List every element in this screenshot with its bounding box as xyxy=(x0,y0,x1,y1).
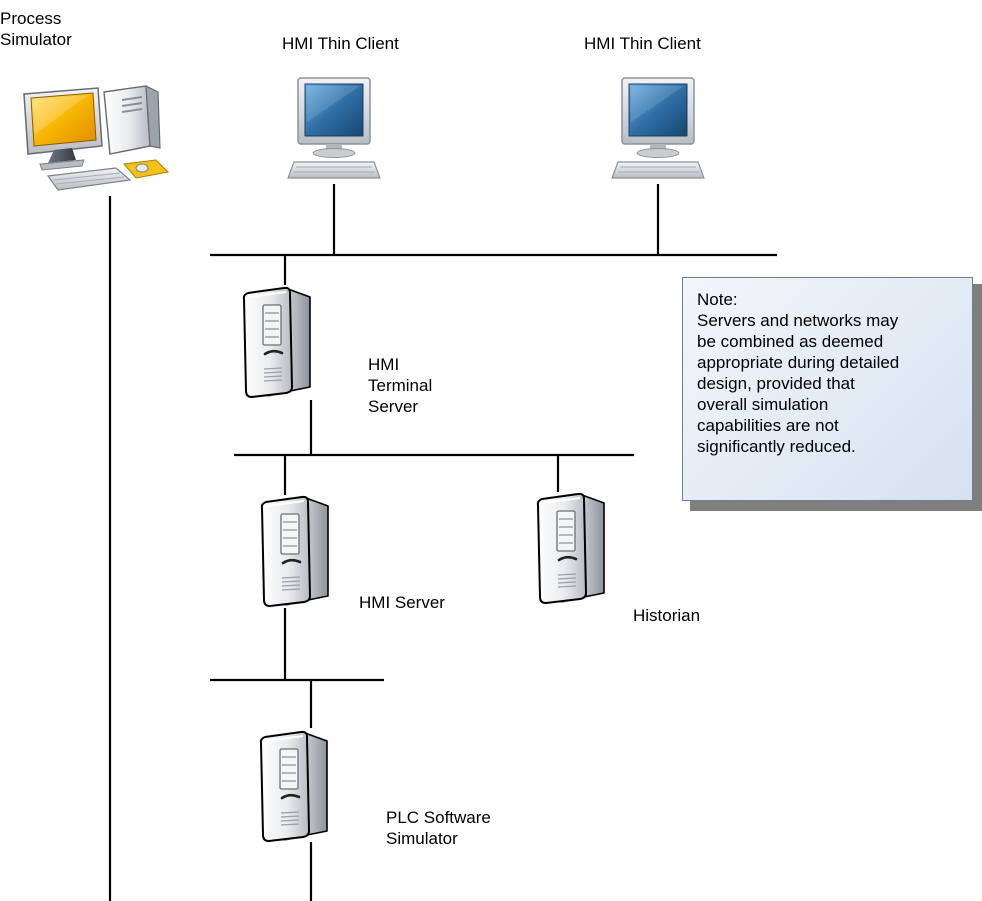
note-line: capabilities are not xyxy=(697,416,839,435)
process-simulator-label-line-1: Process xyxy=(0,9,62,28)
note-line: be combined as deemed xyxy=(697,332,884,351)
desktop-computer-icon xyxy=(23,85,169,191)
historian-label: Historian xyxy=(633,606,701,625)
process-simulator-label-line-2: Simulator xyxy=(0,30,72,49)
process-simulator-label: Process Simulator xyxy=(0,8,72,50)
note-line: overall simulation xyxy=(697,395,829,414)
server-tower-icon xyxy=(260,495,330,608)
note-line: design, provided that xyxy=(697,374,855,393)
network-wiring xyxy=(108,184,777,901)
note-line: Servers and networks may xyxy=(697,311,899,330)
thin-client-2-label: HMI Thin Client xyxy=(584,34,701,53)
thin-client-1-label: HMI Thin Client xyxy=(282,34,399,53)
server-tower-icon xyxy=(259,730,329,843)
monitor-keyboard-icon xyxy=(611,77,705,179)
note-line: significantly reduced. xyxy=(697,437,856,456)
note-line: appropriate during detailed xyxy=(697,353,900,372)
plc-simulator-label: PLC Software Simulator xyxy=(386,807,491,849)
plc-simulator-label-line-1: PLC Software xyxy=(386,808,491,827)
monitor-keyboard-icon xyxy=(287,77,381,179)
terminal-server-label-line-3: Server xyxy=(368,397,419,416)
server-tower-icon xyxy=(536,492,606,605)
terminal-server-label-line-1: HMI xyxy=(368,355,400,374)
note-box: Note: Servers and networks may be combin… xyxy=(682,277,973,501)
hmi-server-label: HMI Server xyxy=(359,593,445,612)
terminal-server-label: HMI Terminal Server xyxy=(368,354,432,417)
server-tower-icon xyxy=(242,286,312,399)
plc-simulator-label-line-2: Simulator xyxy=(386,829,458,848)
terminal-server-label-line-2: Terminal xyxy=(368,376,433,395)
note-line: Note: xyxy=(697,290,738,309)
